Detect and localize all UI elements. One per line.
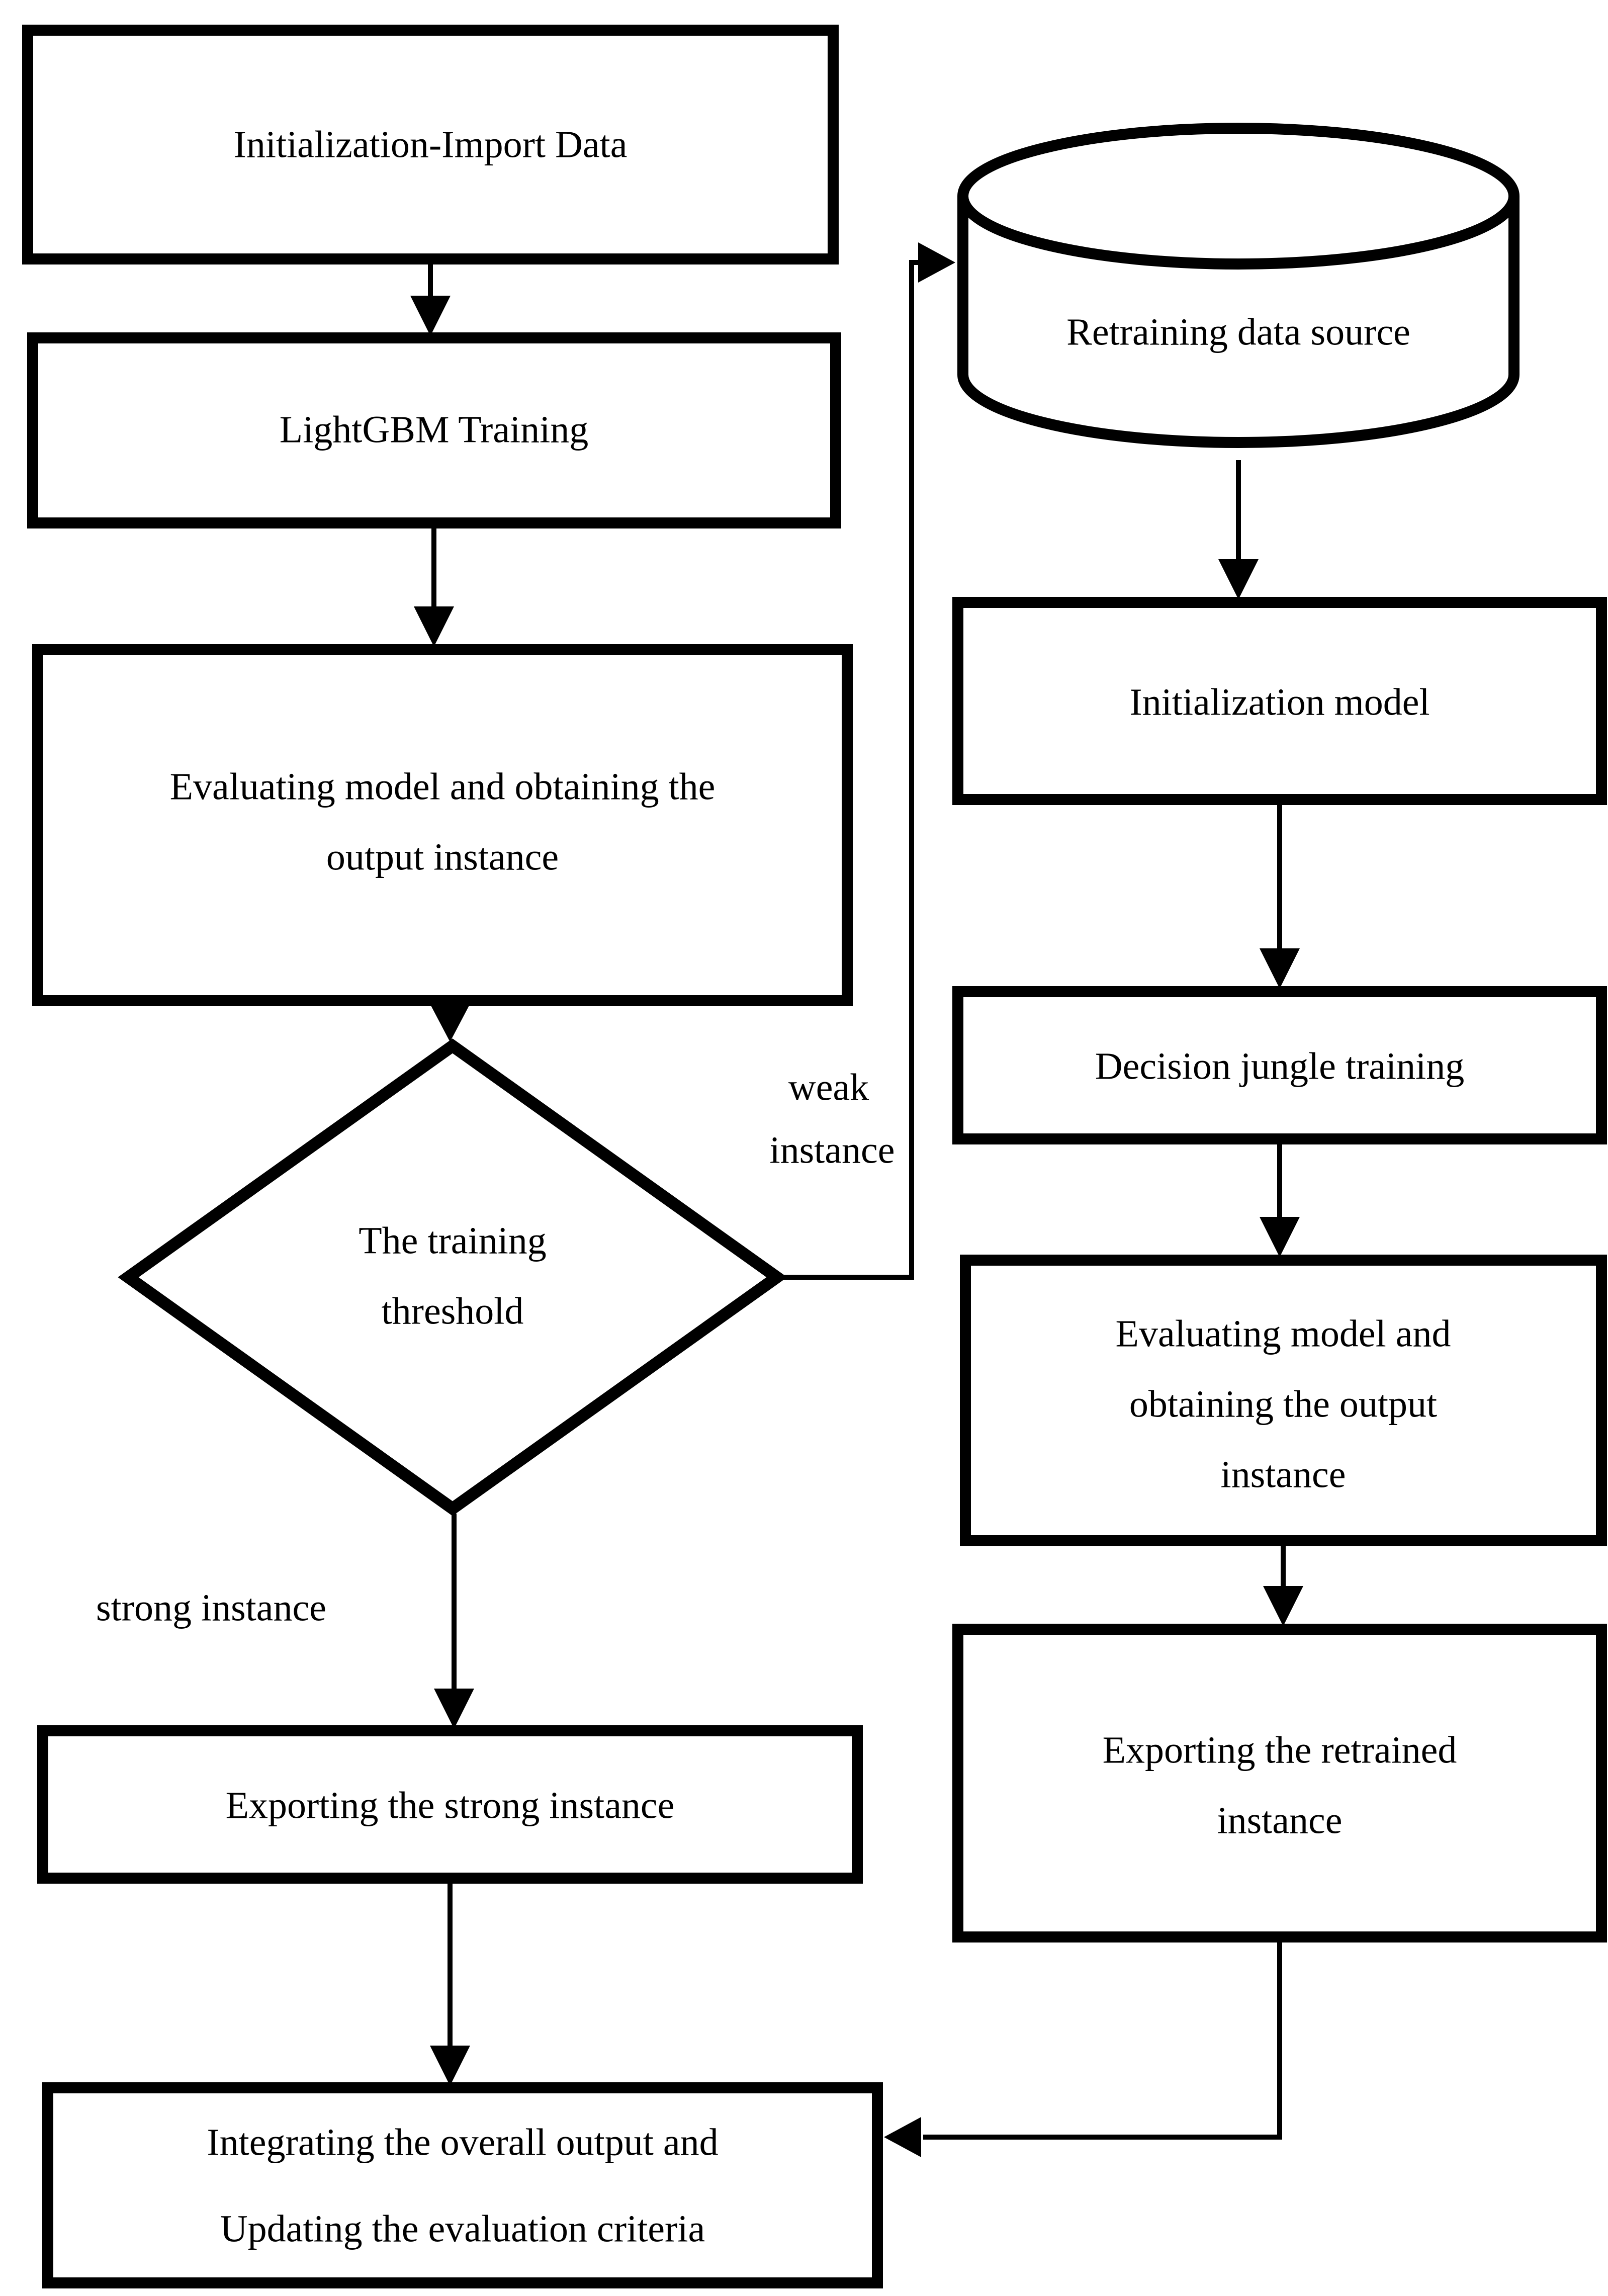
node-evaluating-model-right-label-line2: obtaining the output [1129, 1383, 1437, 1425]
node-exporting-strong-shape [37, 1725, 863, 1884]
edge-threshold-to-retraining-source [777, 242, 955, 1280]
node-integrating-output-label-line2: Updating the evaluation criteria [220, 2207, 705, 2250]
node-initialization-import-data-label: Initialization-Import Data [234, 123, 628, 165]
edge-line [923, 1939, 1282, 2140]
node-retraining-data-source-top [957, 123, 1520, 270]
edge-source-to-initmodel [1218, 460, 1259, 599]
node-initialization-model-shape [952, 597, 1607, 805]
node-training-threshold-shape [118, 1038, 787, 1516]
node-training-threshold: The training threshold [118, 1038, 787, 1516]
node-evaluating-model-right-shape [960, 1255, 1607, 1546]
node-exporting-retrained-label-line2: instance [1217, 1799, 1342, 1841]
arrowhead-down-icon [1260, 1217, 1300, 1257]
node-retraining-data-source-label: Retraining data source [1066, 311, 1410, 353]
node-evaluating-model-right-label-line1: Evaluating model and [1116, 1312, 1451, 1355]
node-integrating-output-label-line1: Integrating the overall output and [207, 2121, 718, 2163]
arrowhead-down-icon [1263, 1586, 1303, 1626]
edge-jungle-to-evaluating [1260, 1141, 1300, 1257]
edge-label-weak-line1: weak [788, 1066, 869, 1108]
node-initialization-import-data: Initialization-Import Data [22, 25, 839, 264]
node-decision-jungle-training-shape [952, 986, 1607, 1144]
node-lightgbm-training: LightGBM Training [27, 332, 841, 528]
node-decision-jungle-training: Decision jungle training [952, 986, 1607, 1144]
node-initialization-model: Initialization model [952, 597, 1607, 805]
node-exporting-strong-label: Exporting the strong instance [226, 1784, 675, 1826]
node-evaluating-model-left-label-line2: output instance [326, 836, 559, 878]
node-initialization-import-data-shape [22, 25, 839, 264]
arrowhead-down-icon [1218, 559, 1259, 599]
edge-label-weak-line2: instance [769, 1129, 895, 1171]
edge-evaluating-to-threshold [430, 1003, 470, 1042]
node-integrating-output: Integrating the overall output and Updat… [42, 2082, 883, 2288]
edge-line [777, 260, 919, 1280]
node-evaluating-model-left: Evaluating model and obtaining the outpu… [32, 644, 853, 1006]
arrowhead-down-icon [434, 1689, 474, 1729]
node-training-threshold-label-line1: The training [359, 1219, 547, 1262]
node-retraining-data-source: Retraining data source [957, 123, 1520, 448]
node-exporting-retrained-shape [952, 1624, 1607, 1942]
arrowhead-down-icon [414, 606, 454, 647]
node-evaluating-model-right-label-line3: instance [1220, 1453, 1346, 1495]
arrowhead-down-icon [1260, 948, 1300, 989]
arrowhead-down-icon [430, 1004, 470, 1042]
edge-initimport-to-lightgbm [410, 261, 451, 336]
node-initialization-model-label: Initialization model [1129, 681, 1430, 723]
edge-label-strong-instance: strong instance [96, 1586, 326, 1629]
edge-exportingretrained-to-integrating [884, 1939, 1282, 2157]
arrowhead-left-icon [884, 2117, 921, 2157]
node-exporting-retrained-label-line1: Exporting the retrained [1103, 1729, 1457, 1771]
node-lightgbm-training-shape [27, 332, 841, 528]
edge-threshold-to-exporting-strong [434, 1514, 474, 1729]
edge-evaluating-to-exportingretrained [1263, 1543, 1303, 1626]
arrowhead-right-icon [918, 242, 955, 283]
arrowhead-down-icon [430, 2046, 470, 2086]
node-training-threshold-label-line2: threshold [382, 1290, 524, 1332]
edge-initmodel-to-jungle [1260, 802, 1300, 989]
node-evaluating-model-left-label-line1: Evaluating model and obtaining the [170, 765, 716, 808]
edge-lightgbm-to-evaluating [414, 525, 454, 647]
edge-exportingstrong-to-integrating [430, 1880, 470, 2086]
node-decision-jungle-training-label: Decision jungle training [1095, 1045, 1465, 1087]
node-evaluating-model-right: Evaluating model and obtaining the outpu… [960, 1255, 1607, 1546]
edge-label-weak-instance: weak instance [769, 1066, 895, 1171]
node-lightgbm-training-label: LightGBM Training [280, 408, 588, 451]
node-exporting-retrained: Exporting the retrained instance [952, 1624, 1607, 1942]
arrowhead-down-icon [410, 296, 451, 336]
node-integrating-output-shape [42, 2082, 883, 2288]
edge-label-strong: strong instance [96, 1586, 326, 1629]
node-exporting-strong: Exporting the strong instance [37, 1725, 863, 1884]
node-evaluating-model-left-shape [32, 644, 853, 1006]
